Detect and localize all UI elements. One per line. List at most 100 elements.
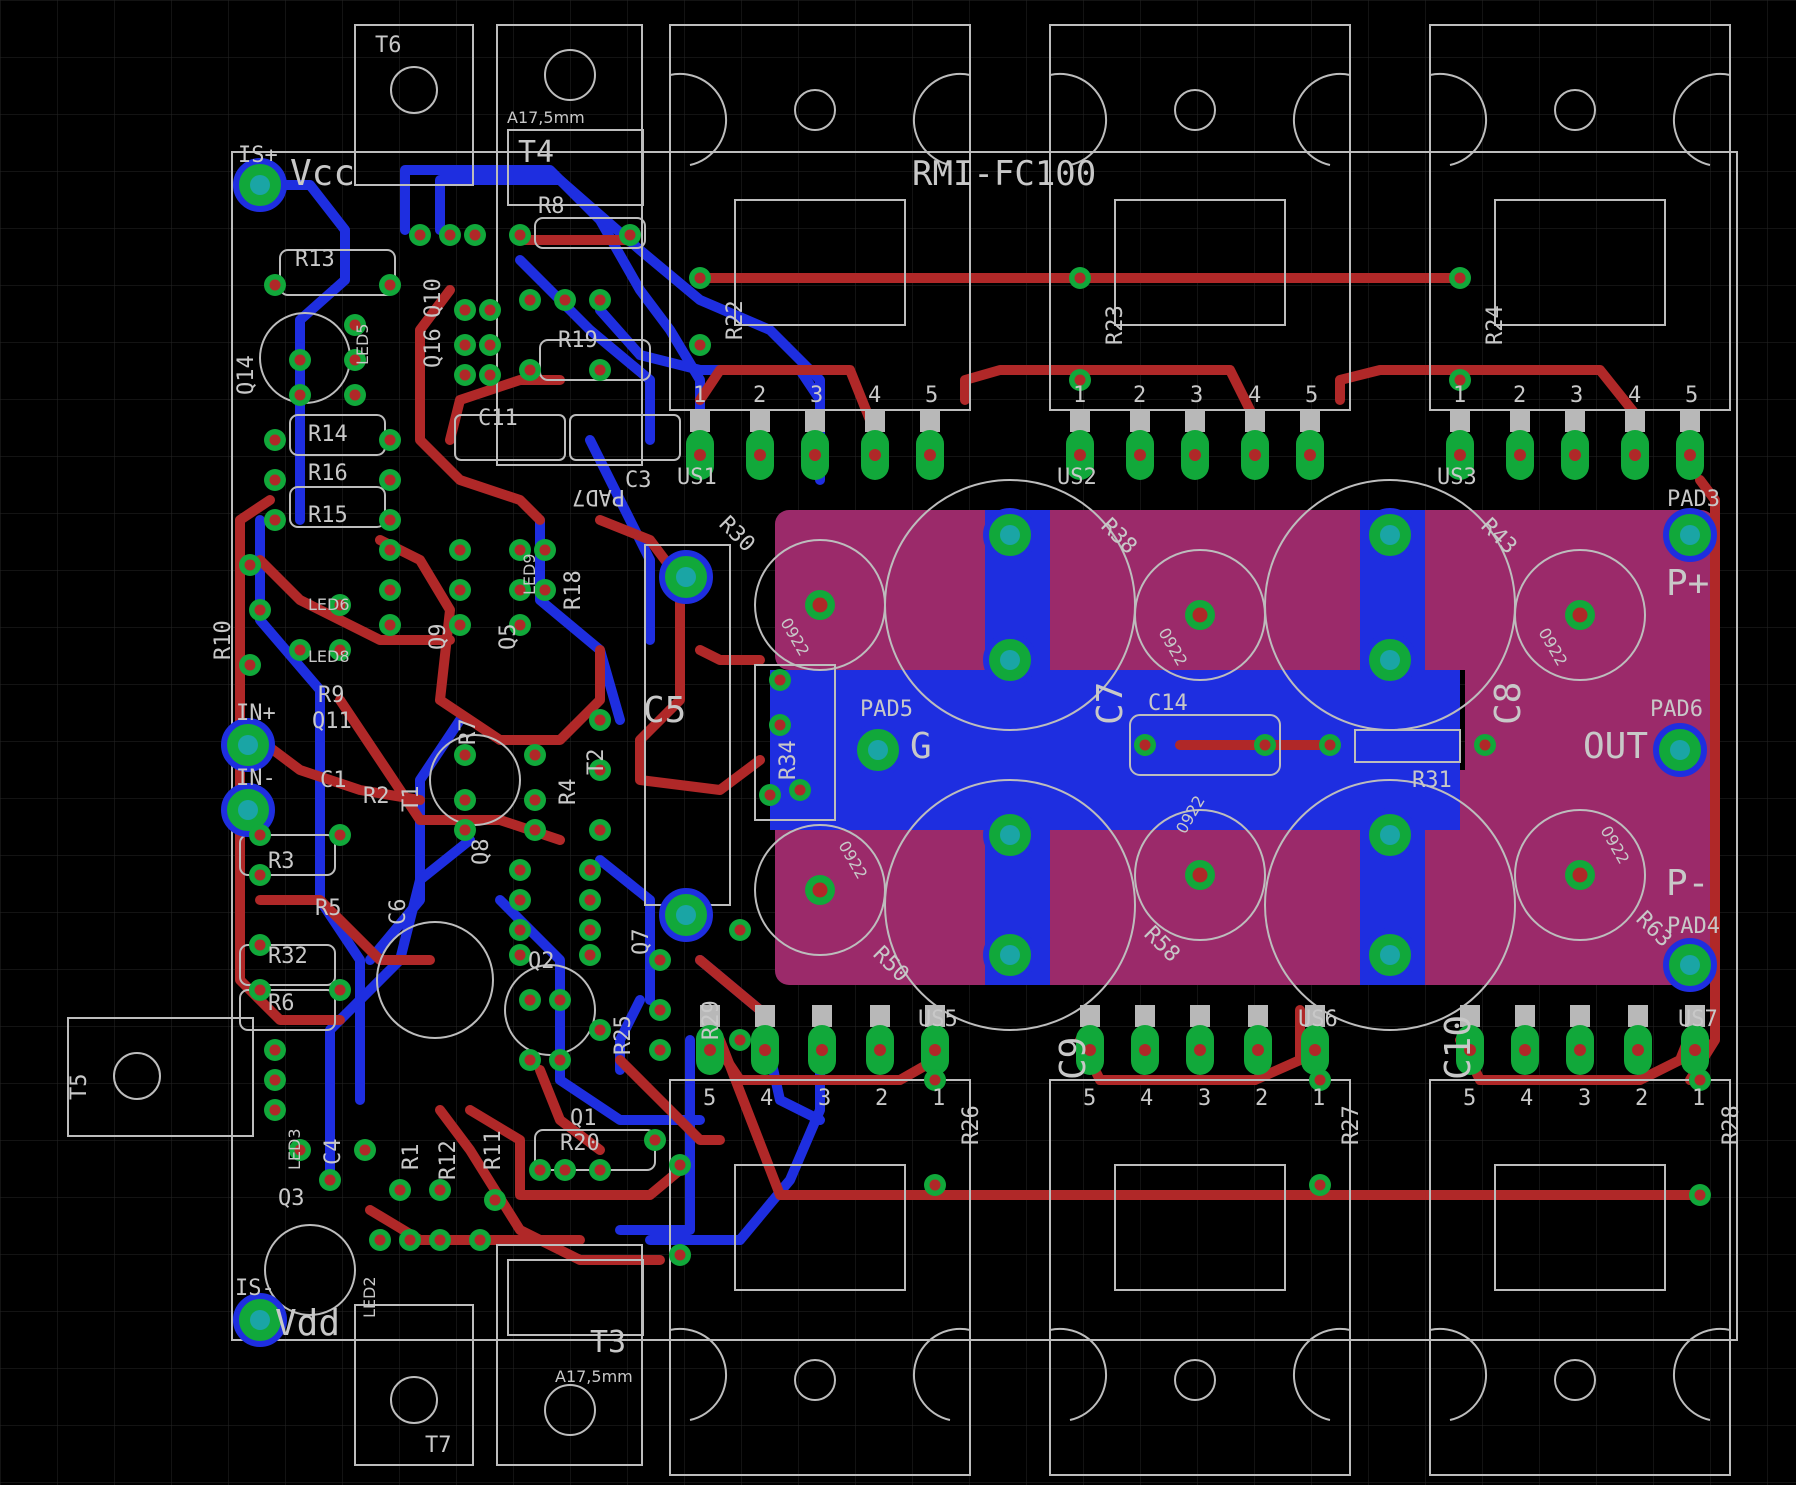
label-q2: Q2	[528, 949, 555, 974]
pin-number: 4	[1248, 383, 1261, 408]
component-pad	[264, 469, 286, 491]
ic-pin-top	[1126, 410, 1154, 480]
ic-pin-top	[801, 410, 829, 480]
component-pad	[249, 979, 271, 1001]
ic-pin-bottom	[866, 1005, 894, 1075]
pin-number: 3	[1570, 383, 1583, 408]
label-c10: C10	[1438, 1015, 1479, 1080]
component-pad	[429, 1229, 451, 1251]
label-us7: US7	[1678, 1007, 1718, 1032]
label-q9: Q9	[426, 624, 451, 651]
component-pad	[924, 1174, 946, 1196]
component-pad	[379, 469, 401, 491]
label-r24: R24	[1483, 305, 1508, 345]
label-r26: R26	[959, 1105, 984, 1145]
component-pad	[344, 314, 366, 336]
label-us1: US1	[677, 465, 717, 490]
pin-number: 5	[1083, 1086, 1096, 1111]
label-r27: R27	[1339, 1105, 1364, 1145]
pin-number: 5	[925, 383, 938, 408]
pin-number: 3	[818, 1086, 831, 1111]
label-r28: R28	[1719, 1105, 1744, 1145]
label-q16: Q16	[421, 328, 446, 368]
component-pad	[589, 1159, 611, 1181]
resistor-pad	[1185, 860, 1215, 890]
label-p-plus: P+	[1666, 563, 1709, 604]
component-pad	[454, 789, 476, 811]
ic-pin-top	[861, 410, 889, 480]
label-pad5: PAD5	[860, 697, 913, 722]
pin-number: 1	[693, 383, 706, 408]
ic-pin-bottom	[1131, 1005, 1159, 1075]
pin-number: 2	[1513, 383, 1526, 408]
capacitor-pad	[1363, 928, 1417, 982]
pin-number: 5	[1685, 383, 1698, 408]
component-pad	[344, 384, 366, 406]
label-p-minus: P-	[1666, 863, 1709, 904]
component-pad	[509, 579, 531, 601]
component-pad	[1309, 1069, 1331, 1091]
label-r19: R19	[558, 328, 598, 353]
component-pad	[589, 759, 611, 781]
component-pad	[769, 714, 791, 736]
component-pad	[264, 509, 286, 531]
label-t3: T3	[590, 1325, 626, 1360]
component-pad	[669, 1154, 691, 1176]
label-c8: C8	[1488, 682, 1529, 725]
component-pad	[579, 919, 601, 941]
label-led9: LED9	[520, 553, 539, 595]
component-pad	[264, 274, 286, 296]
component-pad	[529, 1159, 551, 1181]
component-pad	[1069, 369, 1091, 391]
pin-number: 1	[1073, 383, 1086, 408]
ic-pin-bottom	[1076, 1005, 1104, 1075]
component-pad	[519, 289, 541, 311]
component-pad	[519, 1049, 541, 1071]
pin-number: 2	[753, 383, 766, 408]
label-r8: R8	[538, 194, 565, 219]
component-pad	[449, 614, 471, 636]
label-led2: LED2	[360, 1276, 379, 1318]
ic-pin-top	[686, 410, 714, 480]
ic-pin-bottom	[921, 1005, 949, 1075]
label-c11: C11	[478, 406, 518, 431]
component-pad	[449, 579, 471, 601]
label-t7: T7	[425, 1433, 452, 1458]
label-led3: LED3	[285, 1128, 304, 1170]
component-pad	[379, 614, 401, 636]
capacitor-pad	[983, 808, 1037, 862]
label-r25: R25	[611, 1015, 636, 1055]
resistor-pad	[1565, 600, 1595, 630]
pin-number: 2	[1635, 1086, 1648, 1111]
component-pad	[649, 999, 671, 1021]
component-pad	[439, 224, 461, 246]
label-r31: R31	[1412, 768, 1452, 793]
pin-number: 2	[1133, 383, 1146, 408]
label-t3-note: A17,5mm	[555, 1367, 633, 1386]
label-r12: R12	[436, 1140, 461, 1180]
component-pad	[649, 1039, 671, 1061]
component-pad	[579, 944, 601, 966]
board-title: RMI-FC100	[912, 154, 1096, 194]
component-pad	[579, 889, 601, 911]
component-pad	[389, 1179, 411, 1201]
component-pad	[1449, 369, 1471, 391]
component-pad	[454, 744, 476, 766]
component-pad	[1134, 734, 1156, 756]
component-pad	[524, 789, 546, 811]
label-r23: R23	[1103, 305, 1128, 345]
label-pad4: PAD4	[1667, 914, 1720, 939]
pin-number: 4	[1140, 1086, 1153, 1111]
label-q10: Q10	[421, 278, 446, 318]
component-pad	[579, 859, 601, 881]
label-out: OUT	[1583, 726, 1648, 767]
component-pad	[649, 949, 671, 971]
component-pad	[399, 1229, 421, 1251]
ic-pin-bottom	[1186, 1005, 1214, 1075]
pin-number: 2	[1255, 1086, 1268, 1111]
label-vcc: Vcc	[290, 153, 355, 194]
component-pad	[319, 1169, 341, 1191]
resistor-pad	[805, 590, 835, 620]
pin-number: 5	[703, 1086, 716, 1111]
